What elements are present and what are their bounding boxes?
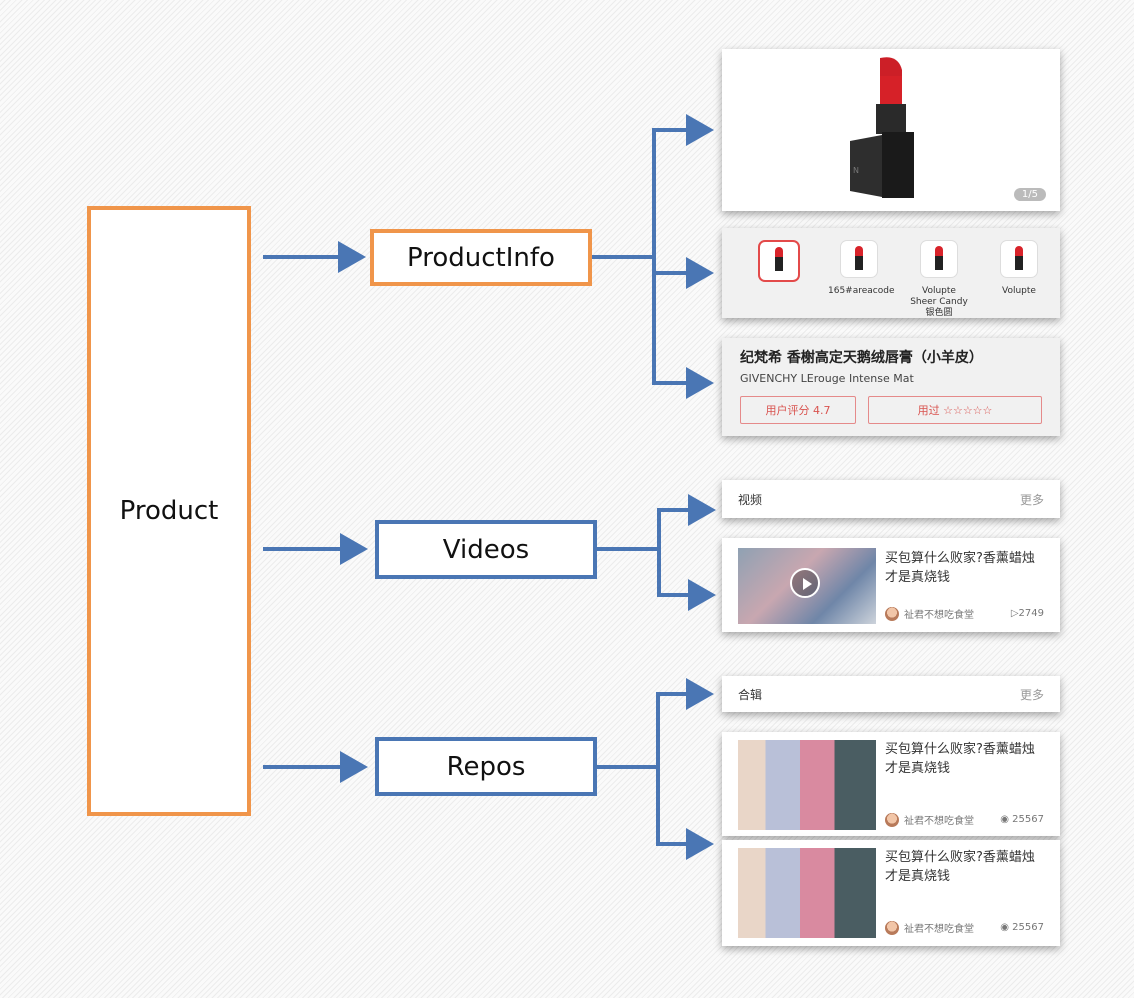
repos-node: Repos (375, 737, 597, 796)
avatar (885, 812, 899, 827)
videos-header-card: 视频 更多 (722, 480, 1060, 518)
video-author-name: 祉君不想吃食堂 (904, 610, 974, 621)
repos-header-title: 合辑 (738, 687, 763, 702)
productinfo-node: ProductInfo (370, 229, 592, 286)
videos-header-title: 视频 (738, 492, 763, 507)
repo-thumbnail (738, 848, 876, 938)
repos-more-link[interactable]: 更多 (1019, 687, 1044, 702)
repo-author: 祉君不想吃食堂 (885, 812, 974, 827)
repo-item-card[interactable]: 买包算什么败家?香薰蜡烛才是真烧钱 祉君不想吃食堂 ◉ 25567 (722, 840, 1060, 946)
shade-option[interactable] (748, 240, 810, 318)
shade-swatch (920, 240, 958, 278)
video-item-card[interactable]: 买包算什么败家?香薰蜡烛才是真烧钱 祉君不想吃食堂 ▷2749 (722, 538, 1060, 632)
videos-node: Videos (375, 520, 597, 579)
product-gallery-card[interactable]: N 1/5 (722, 49, 1060, 211)
repo-author: 祉君不想吃食堂 (885, 920, 974, 935)
videos-more-link[interactable]: 更多 (1019, 492, 1044, 507)
svg-text:N: N (853, 166, 859, 175)
product-name: 纪梵希 香榭高定天鹅绒唇膏（小羊皮） (740, 350, 983, 366)
shade-swatch (840, 240, 878, 278)
repo-title: 买包算什么败家?香薰蜡烛才是真烧钱 (885, 742, 1035, 776)
gallery-pager: 1/5 (1013, 188, 1046, 201)
video-thumbnail (738, 548, 876, 624)
shade-swatch (1000, 240, 1038, 278)
productinfo-label: ProductInfo (407, 242, 555, 273)
video-title: 买包算什么败家?香薰蜡烛才是真烧钱 (885, 551, 1035, 585)
repo-author-name: 祉君不想吃食堂 (904, 816, 974, 827)
avatar (885, 606, 899, 621)
shade-label: Volupte Sheer Candy 银色圆 (910, 286, 968, 318)
repo-thumbnail (738, 740, 876, 830)
shade-label: Volupte (1002, 286, 1036, 296)
video-author: 祉君不想吃食堂 (885, 606, 974, 621)
product-title-card: 纪梵希 香榭高定天鹅绒唇膏（小羊皮） GIVENCHY LErouge Inte… (722, 338, 1060, 436)
repo-title: 买包算什么败家?香薰蜡烛才是真烧钱 (885, 850, 1035, 884)
shade-selector-card: 165#areacode Volupte Sheer Candy 银色圆 Volup… (722, 228, 1060, 318)
product-label: Product (119, 496, 219, 526)
rating-button[interactable]: 用户评分 4.7 (740, 396, 856, 424)
shade-option[interactable]: Volupte Sheer Candy 银色圆 (908, 240, 970, 318)
shade-option[interactable]: 165#areacode (828, 240, 895, 318)
used-rating-button[interactable]: 用过 ☆☆☆☆☆ (868, 396, 1042, 424)
repos-header-card: 合辑 更多 (722, 676, 1060, 712)
lipstick-image: N (850, 57, 914, 198)
video-play-count: ▷2749 (1010, 608, 1044, 619)
repo-view-count: ◉ 25567 (1000, 814, 1044, 825)
repo-author-name: 祉君不想吃食堂 (904, 924, 974, 935)
videos-label: Videos (442, 534, 530, 565)
repo-view-count: ◉ 25567 (1000, 922, 1044, 933)
product-subtitle: GIVENCHY LErouge Intense Mat (740, 372, 914, 385)
repo-item-card[interactable]: 买包算什么败家?香薰蜡烛才是真烧钱 祉君不想吃食堂 ◉ 25567 (722, 732, 1060, 836)
avatar (885, 920, 899, 935)
shade-label: 165#areacode (828, 286, 895, 296)
product-node: Product (87, 206, 251, 816)
shade-option[interactable]: Volupte (988, 240, 1050, 318)
repos-label: Repos (446, 751, 526, 782)
shade-swatch (758, 240, 800, 282)
play-icon[interactable] (790, 568, 820, 598)
